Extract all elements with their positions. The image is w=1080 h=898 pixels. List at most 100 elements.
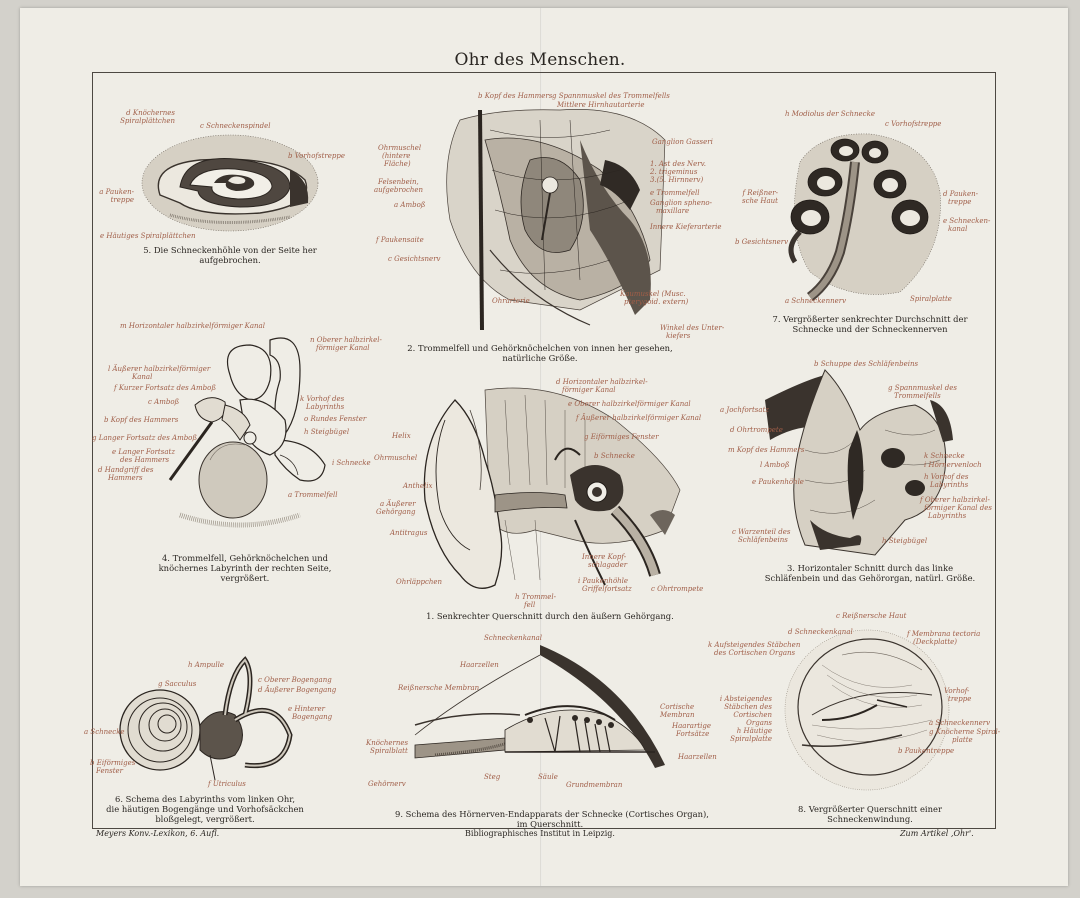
fig6-caption: 6. Schema des Labyrinths vom linken Ohr, xyxy=(115,794,295,804)
fig2-label: aufgebrochen xyxy=(374,186,424,194)
fig2-label: Winkel des Unter- xyxy=(660,324,725,332)
fig1-label: Ohrläppchen xyxy=(396,578,443,586)
fig9-label: Spiralblatt xyxy=(370,747,408,755)
fig8-caption: Schneckenwindung. xyxy=(827,814,913,824)
fig1-label: b Schnecke xyxy=(594,452,635,460)
fig8-label: Cortischen xyxy=(733,711,772,719)
fig4-label: l Äußerer halbzirkelförmiger xyxy=(108,365,211,373)
fig1-label: Ohrmuschel xyxy=(374,454,418,462)
figure-8-cochlear-turn xyxy=(784,629,950,791)
fig9-label: Fortsätze xyxy=(676,730,710,738)
fig9-label: Schneckenkanal xyxy=(484,634,543,642)
fig5-label: treppe xyxy=(110,196,134,204)
fig6-label: h Ampulle xyxy=(188,661,225,669)
fig3-label: a Jochfortsatz xyxy=(720,406,770,414)
fig9-label: Knöchernes xyxy=(366,739,409,747)
fig3-label: Labyrinths xyxy=(928,512,967,520)
fig1-label: Innere Kopf- xyxy=(582,553,627,561)
fig8-label: d Schneckenkanal xyxy=(788,628,853,636)
fig2-label: Ohrmuschel xyxy=(378,144,422,152)
fig7-label: Spiralplatte xyxy=(910,295,952,303)
fig5-caption: 5. Die Schneckenhöhle von der Seite her xyxy=(143,245,317,255)
fig9-label: Haarartige xyxy=(672,722,711,730)
fig9-label: Säule xyxy=(538,773,558,781)
fig1-label: a Äußerer xyxy=(380,500,416,508)
fig7-label: c Vorhofstreppe xyxy=(885,120,942,128)
fig9-label: Gehörnerv xyxy=(368,780,406,788)
fig2-label: g Spannmuskel des Trommelfells xyxy=(552,92,670,100)
fig2-label: 2. trigeminus xyxy=(650,168,698,176)
fig1-label: förmiger Kanal xyxy=(562,386,616,394)
fig7-label: kanal xyxy=(948,225,968,233)
fig9-label: Cortische xyxy=(660,703,695,711)
fig4-label: e Langer Fortsatz xyxy=(112,448,176,456)
fig7-label: b Gesichtsnerv xyxy=(735,238,789,246)
fig3-label: förmiger Kanal des xyxy=(924,504,992,512)
fig9-caption: 9. Schema des Hörnerven-Endapparats der … xyxy=(395,809,709,819)
fig8-label: Vorhof- xyxy=(944,687,970,695)
fig1-label: f Äußerer halbzirkelförmiger Kanal xyxy=(576,414,702,422)
fig6-label: g Sacculus xyxy=(158,680,197,688)
fig8-label: c Reißnersche Haut xyxy=(836,612,907,620)
fig6-label: b Eiförmiges xyxy=(90,759,136,767)
fig3-label: c Warzenteil des xyxy=(732,528,791,536)
figure-2-eardrum-inside xyxy=(446,109,666,331)
fig2-label: Ganglion spheno- xyxy=(650,199,712,207)
footer-article-ref: Zum Artikel ‚Ohr'. xyxy=(900,829,974,838)
fig8-label: k Aufsteigendes Stäbchen xyxy=(708,641,801,649)
fig7-label: f Reißner- xyxy=(742,189,778,197)
fig3-label: d Ohrtrompete xyxy=(730,426,783,434)
fig4-label: h Steigbügel xyxy=(304,428,350,436)
fig7-label: a Schneckennerv xyxy=(785,297,847,305)
fig2-label: maxillare xyxy=(656,207,690,215)
fig5-label: a Pauken- xyxy=(99,188,134,196)
fig2-label: kiefers xyxy=(666,332,691,340)
fig8-label: i Absteigendes xyxy=(719,695,772,703)
fig8-label: h Häutige xyxy=(736,727,772,735)
fig3-caption: Schläfenbein und das Gehörorgan, natürl.… xyxy=(764,573,976,583)
fig4-label: k Vorhof des xyxy=(300,395,345,403)
fig6-label: a Schnecke xyxy=(84,728,125,736)
fig1-label: Anthelix xyxy=(403,482,433,490)
fig2-caption: 2. Trommelfell und Gehörknöchelchen von … xyxy=(407,343,673,353)
fig3-label: i Hörnervenloch xyxy=(924,461,982,469)
fig8-caption: 8. Vergrößerter Querschnitt einer xyxy=(798,804,942,814)
figure-3-temporal-bone xyxy=(765,369,953,556)
footer-publisher: Bibliographisches Institut in Leipzig. xyxy=(465,829,615,838)
fig4-label: des Hammers xyxy=(120,456,170,464)
fig7-label: e Schnecken- xyxy=(943,217,991,225)
fig8-label: treppe xyxy=(948,695,972,703)
fig3-label: k Schnecke xyxy=(924,452,965,460)
fig2-label: Ganglion Gasseri xyxy=(652,138,713,146)
fig4-label: g Langer Fortsatz des Amboß xyxy=(92,434,198,442)
fig9-label: Steg xyxy=(484,773,501,781)
fig3-label: b Schuppe des Schläfenbeins xyxy=(814,360,919,368)
fig4-caption: vergrößert. xyxy=(220,573,270,583)
fig9-label: Reißnersche Membran xyxy=(398,684,480,692)
fig7-caption: Schnecke und der Schneckennerven xyxy=(792,324,948,334)
fig1-label: schlagader xyxy=(588,561,628,569)
fig1-label: c Ohrtrompete xyxy=(651,585,704,593)
fig2-label: Felsenbein, xyxy=(378,178,419,186)
fig4-label: Labyrinths xyxy=(306,403,345,411)
fig4-label: c Amboß xyxy=(148,398,180,406)
fig3-label: Labyrinths xyxy=(930,481,969,489)
fig2-label: Mittlere Hirnhautarterie xyxy=(557,101,645,109)
fig7-label: treppe xyxy=(948,198,972,206)
fig2-label: b Kopf des Hammers xyxy=(478,92,553,100)
fig4-label: m Horizontaler halbzirkelförmiger Kanal xyxy=(120,322,265,330)
fig2-label: Fläche) xyxy=(384,160,411,168)
fig3-label: f Oberer halbzirkel- xyxy=(920,496,990,504)
fig2-label: pterygoid. extern) xyxy=(624,298,689,306)
fig6-label: c Oberer Bogengang xyxy=(258,676,332,684)
fig7-caption: 7. Vergrößerter senkrechter Durchschnitt… xyxy=(772,314,968,324)
fig3-label: Schläfenbeins xyxy=(738,536,788,544)
fig7-label: h Modiolus der Schnecke xyxy=(785,110,875,118)
figure-5-cochlea-opened xyxy=(141,134,319,232)
fig1-label: d Horizontaler halbzirkel- xyxy=(556,378,648,386)
fig4-label: d Handgriff des xyxy=(98,466,154,474)
fig9-label: Grundmembran xyxy=(566,781,623,789)
fig3-label: e Paukenhöhle xyxy=(752,478,804,486)
fig9-label: Membran xyxy=(660,711,695,719)
fig8-label: Organs xyxy=(746,719,772,727)
